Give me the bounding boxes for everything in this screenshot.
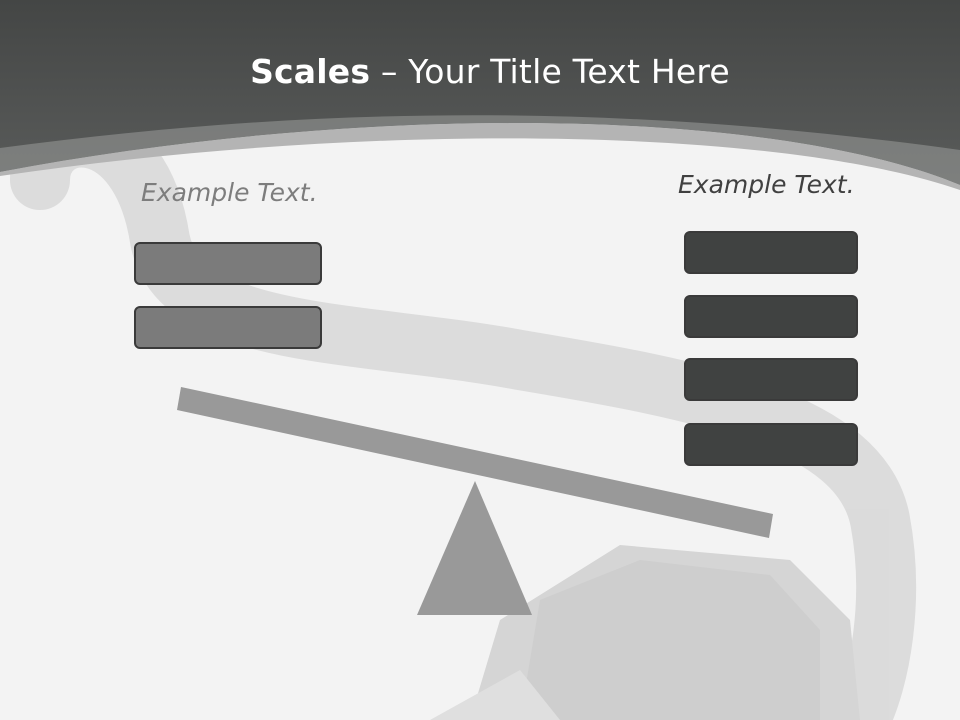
title-bold: Scales [250,52,371,91]
cable-photo [10,107,917,720]
right-weight-box-4 [684,423,858,466]
header-swoosh [0,123,960,190]
right-example-label: Example Text. [678,170,855,199]
left-example-label: Example Text. [141,178,318,207]
seesaw-beam [177,387,773,538]
slide-title: Scales – Your Title Text Here [0,52,960,91]
left-weight-box-1 [134,242,322,285]
right-weight-box-2 [684,295,858,338]
right-weight-box-1 [684,231,858,274]
left-weight-box-2 [134,306,322,349]
fulcrum-triangle [417,481,532,615]
title-rest: – Your Title Text Here [370,52,730,91]
header-band [0,0,960,185]
right-weight-box-3 [684,358,858,401]
